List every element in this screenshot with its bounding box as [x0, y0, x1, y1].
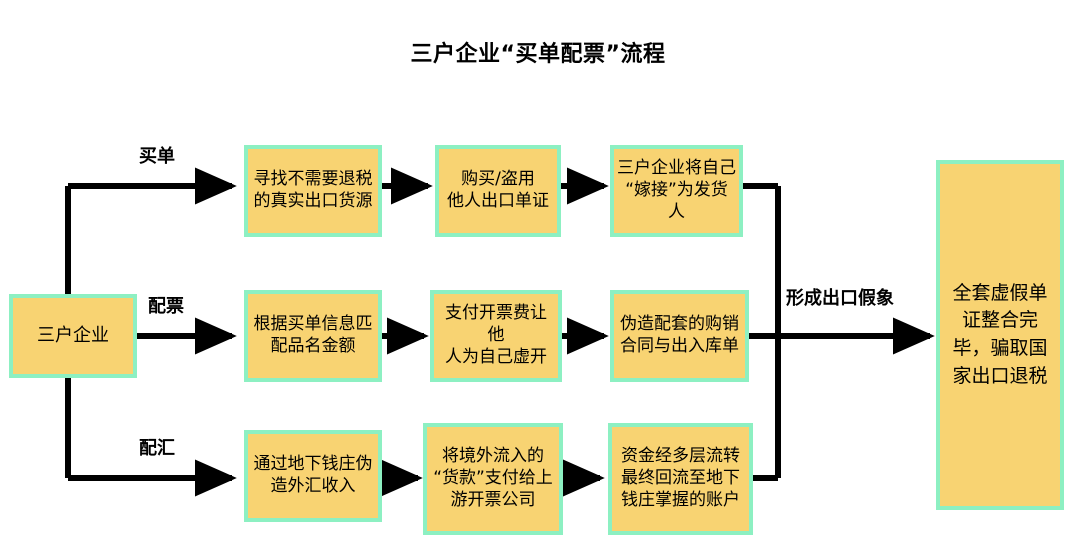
- node-row2-step2[interactable]: 支付开票费让他 人为自己虚开: [430, 290, 562, 382]
- node-row2-step1[interactable]: 根据买单信息匹 配品名金额: [244, 290, 382, 382]
- page-title: 三户企业“买单配票”流程: [410, 42, 666, 67]
- edge-label-row3: 配汇: [139, 438, 175, 459]
- edge-label-row1: 买单: [139, 146, 175, 167]
- node-row1-step2[interactable]: 购买/盗用 他人出口单证: [435, 145, 561, 237]
- node-final-outcome[interactable]: 全套虚假单 证整合完 毕，骗取国 家出口退税: [936, 160, 1064, 510]
- edge-label-merge: 形成出口假象: [786, 288, 894, 309]
- node-start-enterprise[interactable]: 三户企业: [9, 294, 137, 378]
- node-row3-step2[interactable]: 将境外流入的 “货款”支付给上 游开票公司: [423, 423, 563, 535]
- node-row3-step3[interactable]: 资金经多层流转 最终回流至地下 钱庄掌握的账户: [608, 423, 753, 535]
- node-row1-step1[interactable]: 寻找不需要退税 的真实出口货源: [244, 145, 382, 237]
- edge-label-row2: 配票: [148, 296, 184, 317]
- node-row3-step1[interactable]: 通过地下钱庄伪 造外汇收入: [244, 430, 382, 522]
- node-row2-step3[interactable]: 伪造配套的购销 合同与出入库单: [610, 290, 749, 382]
- node-row1-step3[interactable]: 三户企业将自己 “嫁接”为发货人: [610, 145, 743, 237]
